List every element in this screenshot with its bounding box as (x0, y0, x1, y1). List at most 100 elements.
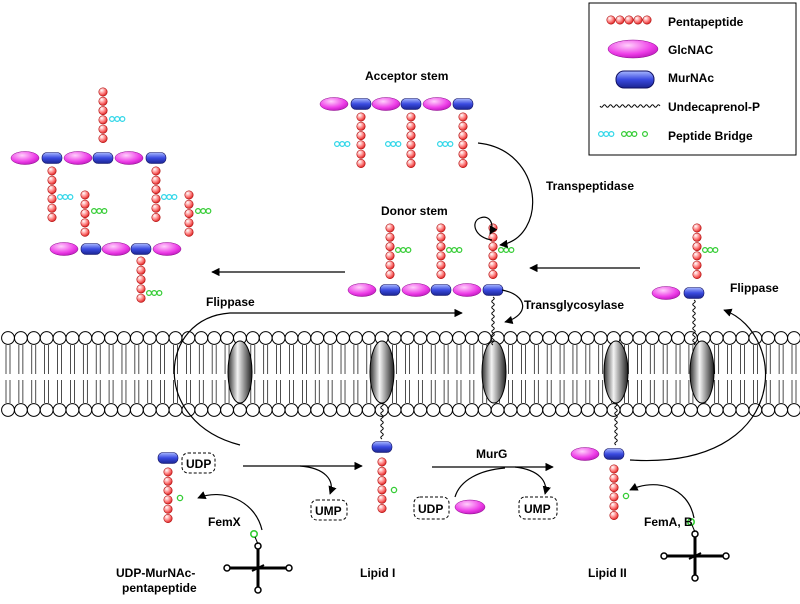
peptide-residue (356, 159, 366, 169)
lipid-head-outer (774, 331, 789, 345)
legend: Pentapeptide GlcNAC MurNAc Undecaprenol-… (588, 2, 797, 156)
bridge-glycine-green (205, 208, 212, 215)
nucleotide-boxes: UDP UMP UDP UMP (181, 452, 558, 521)
lipid-head-inner (671, 403, 685, 417)
peptide-residue (406, 121, 416, 131)
peptide-residue (184, 218, 194, 228)
peptide-residue (488, 223, 498, 233)
lipid-head-inner (709, 403, 724, 417)
peptide-residue (436, 223, 446, 233)
lipid-head-inner (516, 403, 531, 417)
legend-undecaprenol-swatch (599, 104, 661, 108)
lipid-head-outer (542, 331, 557, 345)
bridge-glycine-green (456, 247, 463, 254)
lipid-head-inner (658, 403, 673, 417)
peptide-residue (385, 232, 395, 242)
peptide-residue (47, 203, 57, 213)
bridge-glycine-cyan (603, 131, 610, 138)
undecaprenol-chain (491, 296, 495, 346)
peptide-residue (488, 269, 498, 279)
peptide-residue (136, 265, 146, 275)
lipid-head-outer (555, 331, 569, 345)
lipid-head-inner (258, 403, 273, 417)
peptide-residue (406, 159, 416, 169)
bridge-glycine-green (503, 247, 510, 254)
lipid-head-inner (297, 403, 312, 417)
peptide-residue (377, 457, 387, 467)
peptide-residue (624, 15, 634, 25)
bridge-glycine-cyan (344, 141, 351, 148)
peptide-residue (80, 190, 90, 200)
lipid-head-outer (439, 331, 453, 345)
murnac-sugar (157, 452, 179, 464)
flippase-left-label: Flippase (206, 295, 255, 309)
legend-murnac-label: MurNAc (668, 71, 714, 85)
peptide-residue (406, 131, 416, 141)
lipid-head-inner (606, 403, 621, 417)
peptide-residue (80, 199, 90, 209)
peptide-residue (377, 503, 387, 513)
transpeptidase-arrow (477, 142, 534, 249)
murnac-sugar (400, 98, 422, 110)
glcnac-sugar (10, 151, 40, 165)
donor-loop-arrow (474, 216, 498, 241)
legend-undecaprenol-label: Undecaprenol-P (668, 100, 760, 114)
peptide-residue (458, 131, 468, 141)
bridge-glycine-green (631, 131, 638, 138)
lipid-head-inner (1, 403, 15, 417)
peptide-residue (80, 209, 90, 219)
lipid-head-inner (761, 403, 776, 417)
bridge-glycine-cyan (597, 131, 604, 138)
ump-box-2: UMP (518, 496, 558, 520)
lipid-head-outer (245, 331, 260, 345)
bridge-glycine-cyan (385, 141, 392, 148)
lipid-head-outer (503, 331, 518, 345)
murnac-sugar (683, 287, 705, 299)
bridge-glycine-green (712, 247, 719, 254)
peptide-residue (151, 166, 161, 176)
lipid-head-outer (194, 331, 209, 345)
femab-arrow (629, 482, 695, 519)
lipid-head-outer (207, 331, 222, 345)
peptide-residue (98, 115, 108, 125)
peptide-residue (633, 15, 643, 25)
legend-pentapeptide-label: Pentapeptide (668, 15, 744, 29)
lipid-head-inner (349, 403, 363, 417)
peptide-residue (377, 466, 387, 476)
bridge-glycine-green (101, 208, 108, 215)
lipid-head-outer (735, 331, 750, 345)
peptide-residue (609, 483, 619, 493)
lipid-head-inner (168, 403, 183, 417)
murnac-sugar (145, 152, 167, 164)
femx-label: FemX (208, 515, 241, 529)
peptide-residue (406, 149, 416, 159)
peptide-residue (458, 112, 468, 122)
acceptor-stem-label: Acceptor stem (365, 69, 448, 83)
peptide-residue (163, 476, 173, 486)
udp-glcnac-join-arrow (454, 467, 506, 498)
trna-icon-femx (223, 529, 293, 594)
lipid-head-outer (1, 331, 15, 345)
undecaprenol-chain (380, 402, 384, 440)
peptide-residue (692, 223, 702, 233)
molecule-structures (10, 87, 730, 594)
ump-box-1-text: UMP (315, 504, 342, 518)
peptide-residue (609, 473, 619, 483)
glcnac-sugar (570, 447, 600, 461)
peptide-residue (436, 269, 446, 279)
peptide-residue (615, 15, 625, 25)
bridge-glycine-green (620, 131, 627, 138)
peptide-residue (47, 166, 57, 176)
legend-bridge-label: Peptide Bridge (668, 129, 753, 143)
peptide-residue (606, 15, 616, 25)
lipid-head-outer (271, 331, 286, 345)
membrane-protein (481, 340, 507, 404)
udp-box-1-text: UDP (186, 457, 211, 471)
lipid-head-outer (387, 331, 402, 345)
bridge-glycine-green (96, 208, 103, 215)
lipid-head-outer (220, 331, 234, 345)
bridge-glycine-cyan (67, 194, 74, 201)
peptide-residue (609, 510, 619, 520)
lipid-head-outer (400, 331, 415, 345)
bridge-glycine-green (446, 247, 453, 254)
